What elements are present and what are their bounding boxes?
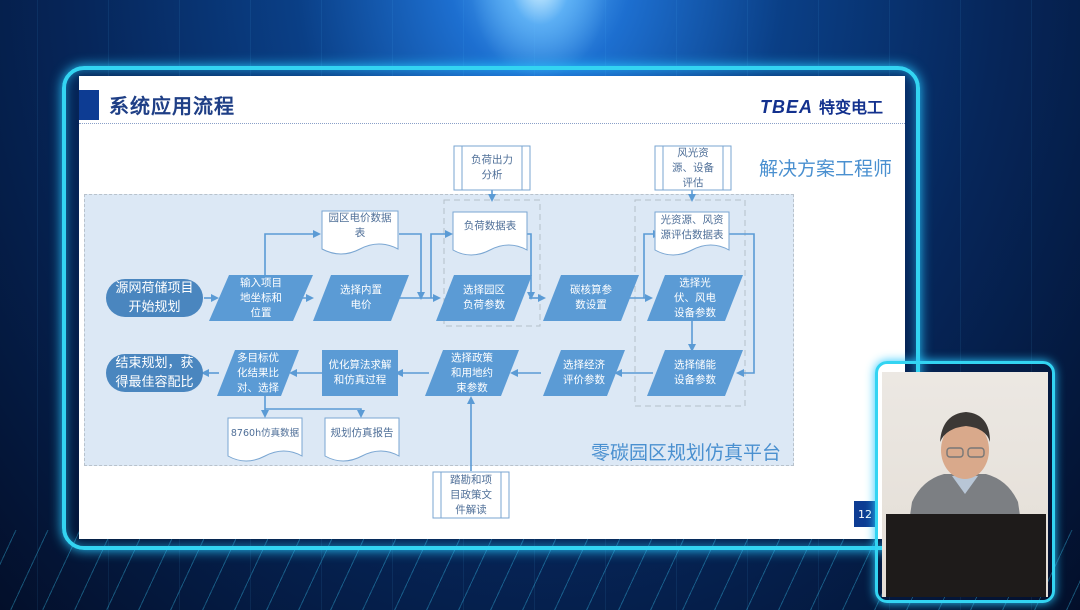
arrow-to-resource-table [643, 230, 661, 298]
arrow-to-load-table [430, 230, 453, 298]
select-price-node [313, 275, 409, 321]
resource-table-doc [654, 211, 730, 256]
page-number: 12 [854, 501, 876, 527]
select-pv-wind-node [647, 275, 743, 321]
price-table-doc [321, 210, 399, 255]
select-policy-node [425, 350, 519, 396]
arrow-price-table-to-load [399, 233, 425, 300]
start-terminal [106, 279, 203, 317]
title-marker [79, 90, 99, 120]
platform-label: 零碳园区规划仿真平台 [591, 442, 782, 464]
company-logo: TBEA 特变电工 [760, 94, 883, 118]
end-terminal [106, 354, 203, 392]
engineer-label: 解决方案工程师 [759, 158, 893, 180]
flowchart [106, 145, 755, 519]
presenter-figure [886, 412, 1046, 597]
resource-eval-process [654, 145, 732, 191]
laptop [886, 514, 1046, 597]
arrow-input-to-price-table [264, 230, 321, 276]
select-economic-node [543, 350, 625, 396]
webcam-frame [875, 361, 1055, 603]
load-analysis-process [453, 145, 531, 191]
presenter-video [882, 372, 1048, 597]
slide-frame [62, 66, 920, 550]
select-storage-node [647, 350, 743, 396]
logo-chinese: 特变电工 [818, 98, 883, 117]
title-divider [79, 123, 905, 124]
arrow-resource-table-to-storage [727, 233, 755, 377]
load-table-doc [452, 211, 528, 256]
sim-data-doc [227, 417, 303, 462]
presentation-slide: 系统应用流程 TBEA 特变电工 解决方案工程师 [79, 76, 905, 539]
sim-report-doc [324, 417, 400, 462]
carbon-params-node [543, 275, 639, 321]
optimize-solve-node [322, 350, 398, 396]
input-location-node [209, 275, 313, 321]
policy-survey-process [432, 471, 510, 519]
load-group-box [443, 199, 541, 327]
logo-brand: TBEA [759, 97, 813, 117]
select-load-node [436, 275, 532, 321]
slide-title: 系统应用流程 [109, 94, 235, 118]
multi-objective-node [217, 350, 299, 396]
arrow-multi-to-report [265, 408, 365, 418]
